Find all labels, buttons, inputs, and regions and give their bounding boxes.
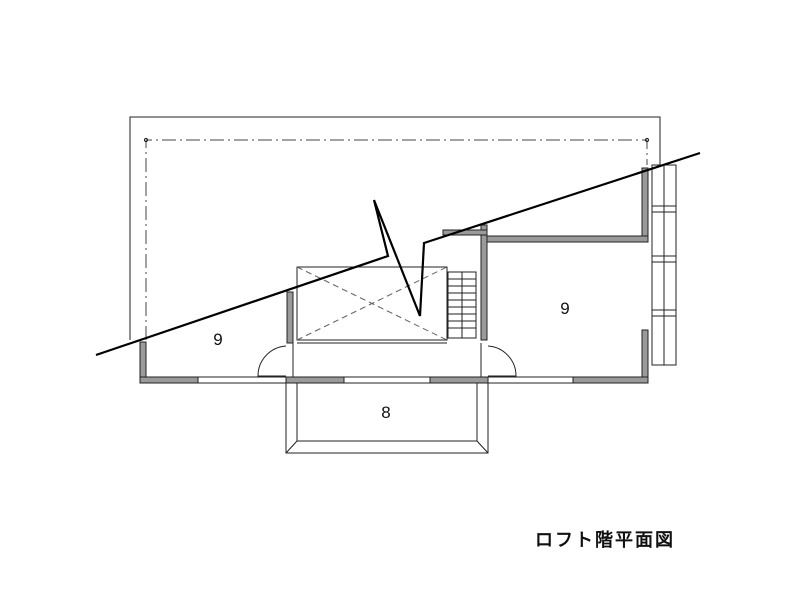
door-swing-left [257, 345, 287, 377]
left-room-walls [139, 291, 294, 384]
room-label-bottom: 8 [381, 403, 390, 422]
section-cut-line [95, 151, 701, 357]
room-label-right: 9 [560, 299, 569, 318]
center-walls [198, 376, 573, 384]
right-room-walls [442, 167, 649, 384]
room-label-left: 9 [213, 330, 222, 349]
eave-centerline [145, 139, 648, 340]
stair-void [296, 266, 448, 344]
bottom-room-outline [285, 382, 489, 454]
door-swing-right [487, 345, 517, 377]
right-louver-strip [651, 164, 677, 366]
roof-outline [129, 116, 661, 340]
staircase [447, 271, 477, 339]
drawing-title: ロフト階平面図 [535, 530, 675, 551]
